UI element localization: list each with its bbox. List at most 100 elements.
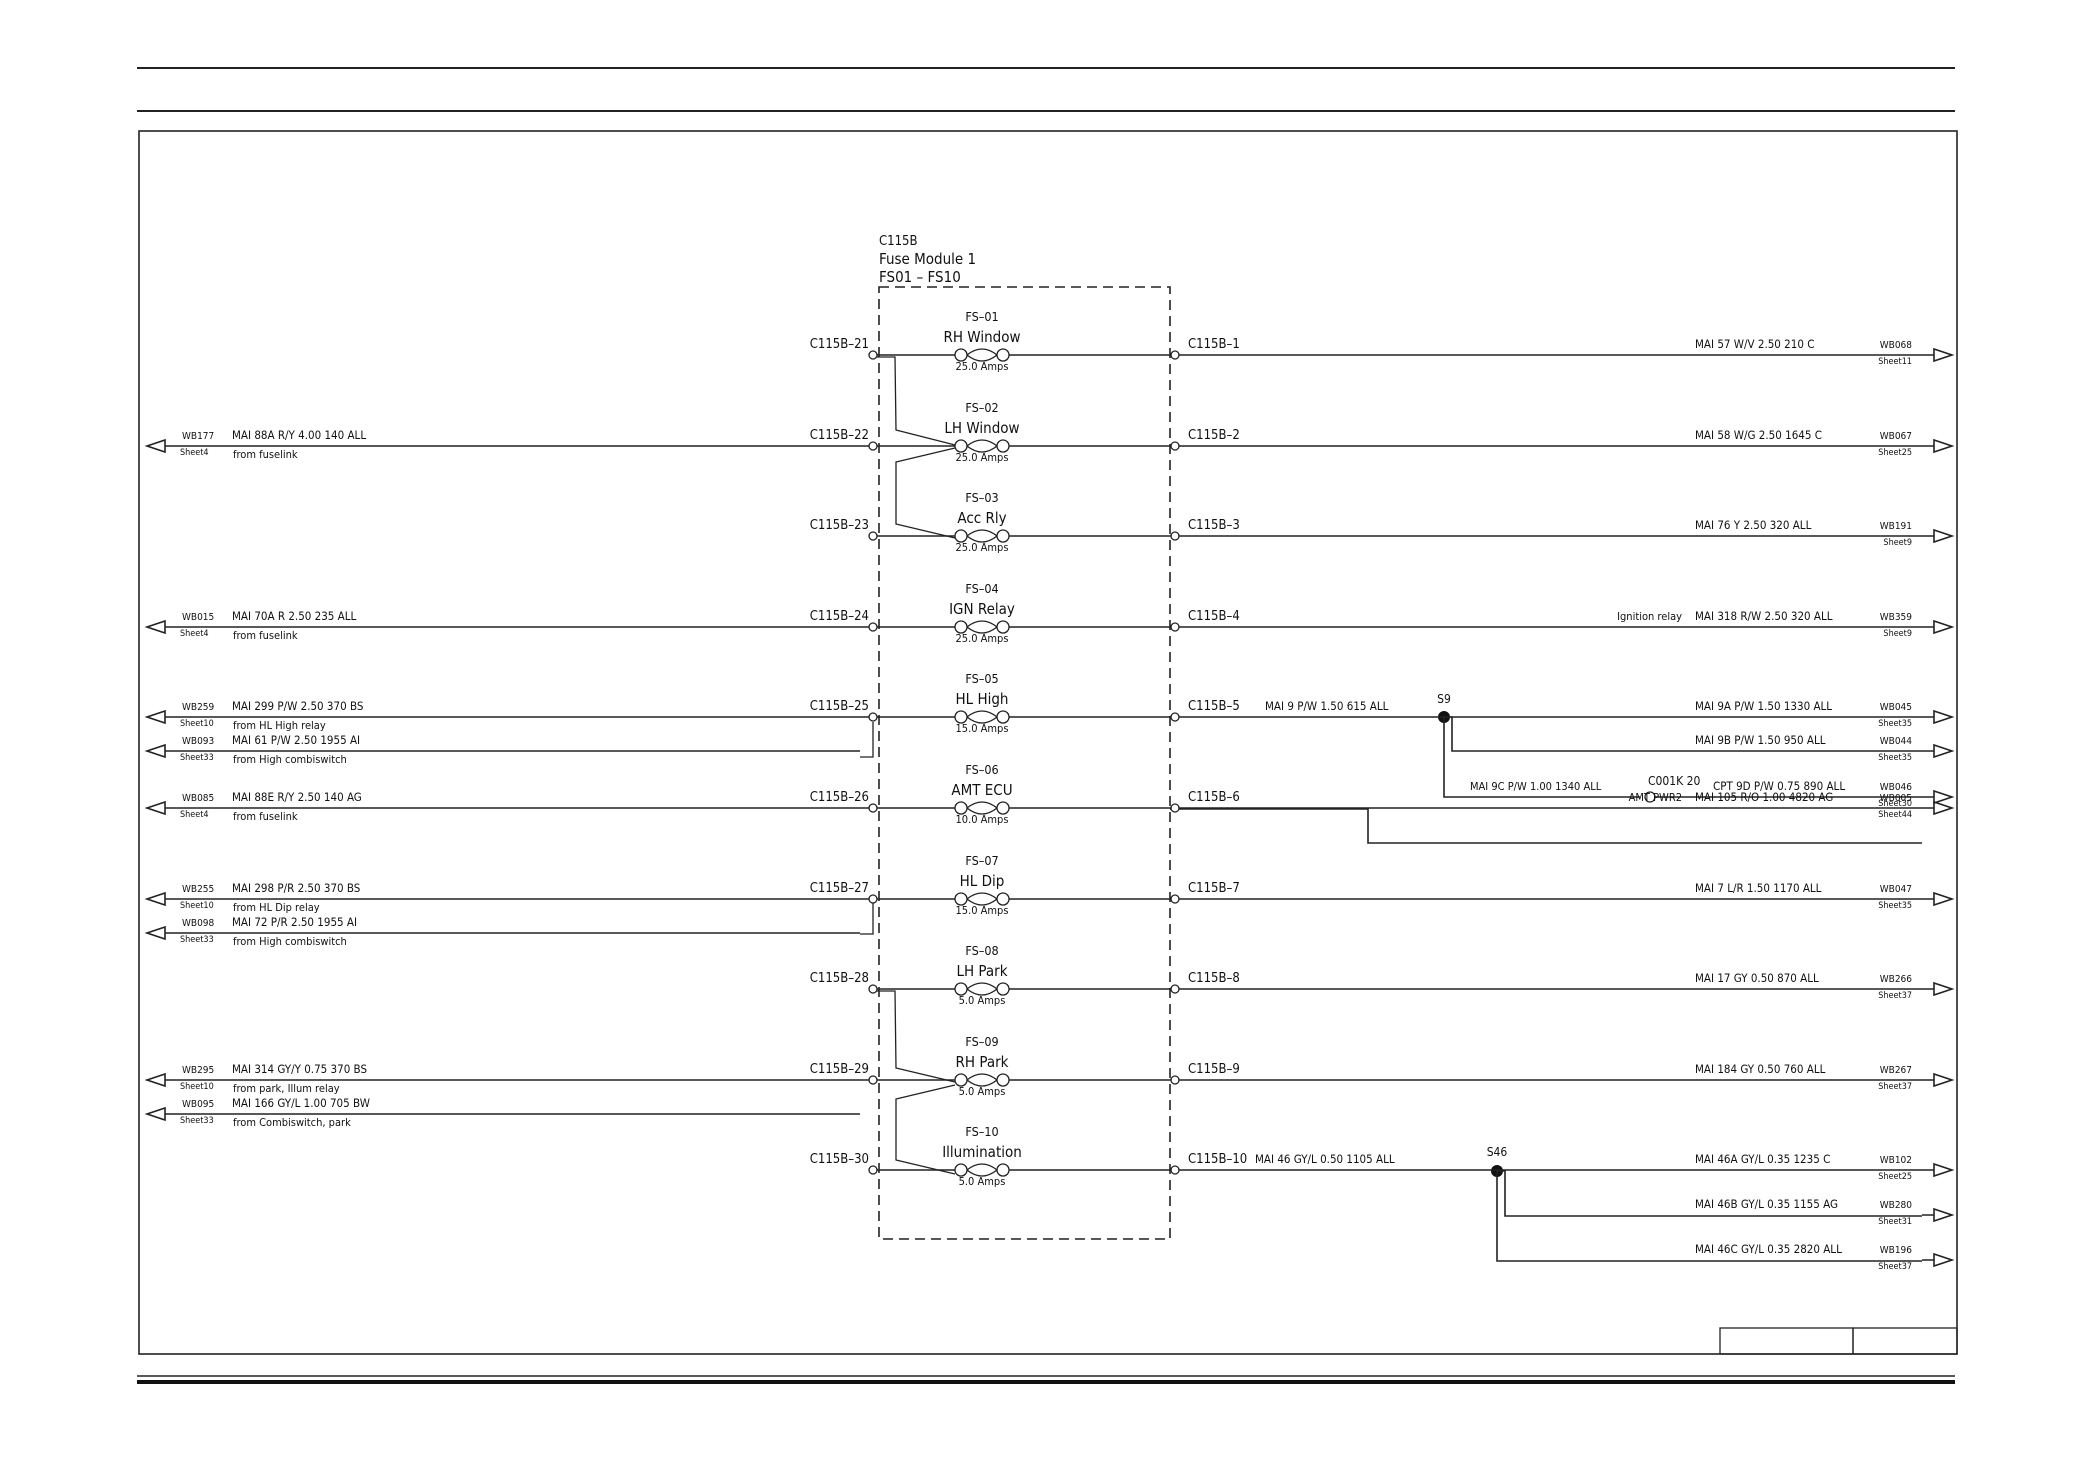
output-wire-label: MAI 7 L/R 1.50 1170 ALL [1695,881,1822,895]
output-wire-label: MAI 318 R/W 2.50 320 ALL [1695,609,1833,623]
fuse-element [966,1163,998,1177]
fuse-element [966,620,998,634]
input-arrow [144,891,177,907]
pin-23 [868,531,878,541]
output-function-label: Ignition relay [1617,610,1682,623]
pin-out-8 [1170,984,1180,994]
in-pin-label: C115B–22 [810,428,869,443]
fuse-id: FS–05 [965,671,998,686]
fuse-rating: 25.0 Amps [955,451,1008,464]
input2-arrow [144,1106,177,1122]
title-block-cell-1 [1719,1327,1854,1355]
input-src-ref: WB085 [182,793,214,804]
output-dest-ref: WB266 [1880,974,1913,985]
pin-out-5 [1170,712,1180,722]
output-dest-sheet: Sheet37 [1878,991,1912,1001]
input2-wire-label: MAI 61 P/W 2.50 1955 AI [232,733,360,747]
output-wire-label: MAI 105 R/O 1.00 4820 AG [1695,790,1833,804]
input2-src-sheet: Sheet33 [180,753,214,763]
connector-label: C001K 20 [1648,774,1701,788]
in-pin-label: C115B–29 [810,1062,869,1077]
input-from-label: from HL High relay [233,719,326,732]
pin-out-9 [1170,1075,1180,1085]
input-from-label: from HL Dip relay [233,901,320,914]
fuse-name: HL High [956,690,1009,708]
branch-dest-ref: WB102 [1880,1155,1912,1166]
branch-wire-label: MAI 46B GY/L 0.35 1155 AG [1695,1197,1838,1211]
output-arrow [1922,438,1955,454]
fuse-name: Illumination [942,1143,1022,1161]
branch-s9 [1170,711,1922,844]
input-src-sheet: Sheet10 [180,1082,214,1092]
out-pin-label: C115B–2 [1188,428,1240,443]
output-dest-sheet: Sheet35 [1878,901,1912,911]
output-wire-label: MAI 46 GY/L 0.50 1105 ALL [1255,1152,1395,1166]
output-dest-ref: WB267 [1880,1065,1912,1076]
fuse-id: FS–01 [965,309,998,324]
pin-25 [868,712,878,722]
input-wire-label: MAI 88A R/Y 4.00 140 ALL [232,428,366,442]
fuse-name: LH Park [956,962,1007,980]
pin-out-1 [1170,350,1180,360]
module-range: FS01 – FS10 [879,268,961,286]
out-pin-label: C115B–3 [1188,518,1240,533]
out-pin-label: C115B–4 [1188,609,1240,624]
fuse-element [966,801,998,815]
out-pin-label: C115B–5 [1188,699,1240,714]
fuse-rating: 25.0 Amps [955,541,1008,554]
fuse-element [966,710,998,724]
branch-arrow [1922,1252,1955,1268]
branch-dest-ref: WB280 [1880,1200,1913,1211]
fuse-module-box [878,286,1171,1240]
pin-21 [868,350,878,360]
output-wire-label: MAI 58 W/G 2.50 1645 C [1695,428,1822,442]
drawing-border [138,130,1958,1355]
fuse-id: FS–04 [965,581,998,596]
input-src-sheet: Sheet10 [180,719,214,729]
output-dest-sheet: Sheet9 [1883,538,1912,548]
pin-29 [868,1075,878,1085]
output-dest-ref: WB067 [1880,431,1912,442]
branch-dest-sheet: Sheet30 [1878,799,1912,809]
input2-arrow [144,925,177,941]
pin-out-10 [1170,1165,1180,1175]
input2-src-ref: WB095 [182,1099,214,1110]
branch-arrow [1922,1162,1955,1178]
pin-24 [868,622,878,632]
pin-22 [868,441,878,451]
pin-27 [868,894,878,904]
out-pin-label: C115B–1 [1188,337,1240,352]
fuse-name: LH Window [944,419,1019,437]
fuse-rating: 15.0 Amps [955,904,1008,917]
output-wire-label: MAI 17 GY 0.50 870 ALL [1695,971,1819,985]
fuse-rating: 5.0 Amps [959,994,1006,1007]
fuse-id: FS–06 [965,762,998,777]
in-pin-label: C115B–23 [810,518,869,533]
output-dest-sheet: Sheet9 [1883,629,1912,639]
input-src-ref: WB177 [182,431,214,442]
input-src-ref: WB255 [182,884,214,895]
in-pin-label: C115B–27 [810,881,869,896]
fuse-rating: 5.0 Amps [959,1085,1006,1098]
fuse-id: FS–08 [965,943,998,958]
pin-30 [868,1165,878,1175]
input-src-ref: WB015 [182,612,214,623]
bus-links [860,356,956,1175]
output-dest-ref: WB359 [1880,612,1913,623]
out-pin-label: C115B–9 [1188,1062,1240,1077]
in-pin-label: C115B–26 [810,790,869,805]
fuse-id: FS–03 [965,490,998,505]
input-wire-label: MAI 299 P/W 2.50 370 BS [232,699,363,713]
input2-from-label: from High combiswitch [233,935,347,948]
input2-src-sheet: Sheet33 [180,1116,214,1126]
input-arrow [144,709,177,725]
out-pin-label: C115B–7 [1188,881,1240,896]
output-arrow [1922,981,1955,997]
fuse-id: FS–09 [965,1034,998,1049]
output-dest-sheet: Sheet11 [1878,357,1912,367]
output-arrow [1922,619,1955,635]
input-src-sheet: Sheet4 [180,629,209,639]
input2-wire-label: MAI 166 GY/L 1.00 705 BW [232,1096,370,1110]
